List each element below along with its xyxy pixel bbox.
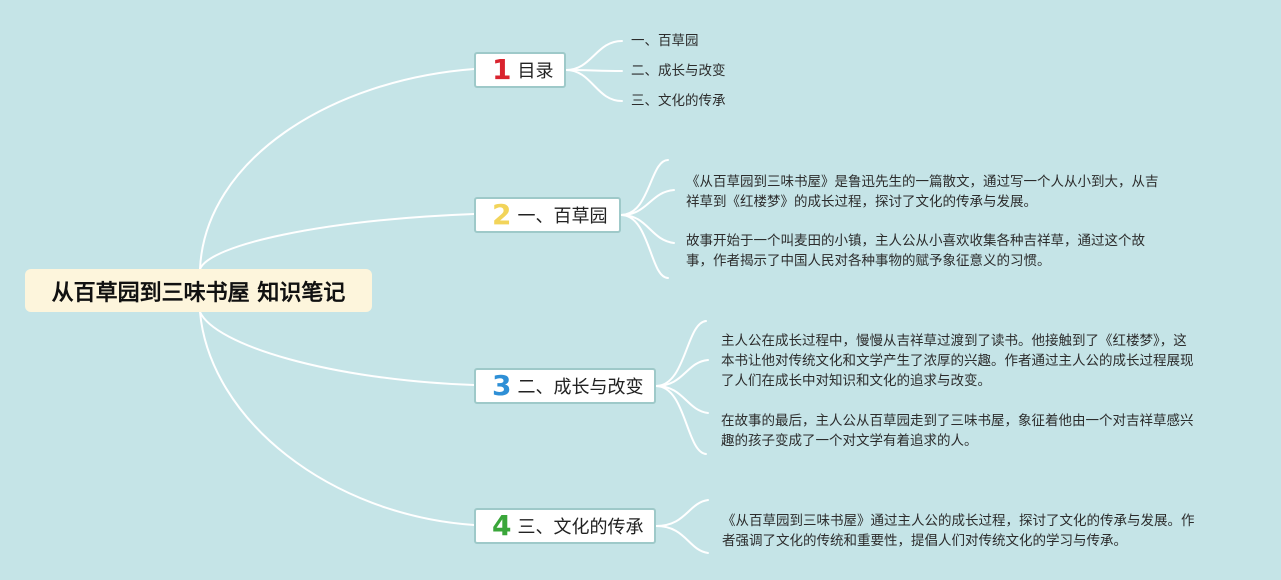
connector-b1-leaf-1 <box>565 40 623 71</box>
connector-b1-leaf-3 <box>565 69 623 102</box>
branch-label: 二、成长与改变 <box>517 377 644 398</box>
note-line: 故事开始于一个叫麦田的小镇，主人公从小喜欢收集各种吉祥草，通过这个故 <box>686 233 1145 249</box>
note-line: 本书让他对传统文化和文学产生了浓厚的兴趣。作者通过主人公的成长过程展现 <box>721 353 1194 369</box>
subtopic-growth-note-2[interactable]: 在故事的最后，主人公从百草园走到了三味书屋，象征着他由一个对吉祥草感兴 趣的孩子… <box>721 411 1194 451</box>
connector-b2-leaf-4 <box>620 214 669 279</box>
note-line: 了人们在成长中对知识和文化的追求与改变。 <box>721 373 991 389</box>
branch-topic-cultural-heritage[interactable]: 4 三、文化的传承 <box>474 508 656 544</box>
connector-root-branch-1 <box>199 68 475 270</box>
note-line: 主人公在成长过程中，慢慢从吉祥草过渡到了读书。他接触到了《红楼梦》，这 <box>721 333 1187 349</box>
note-line: 趣的孩子变成了一个对文学有着追求的人。 <box>721 433 978 449</box>
branch-label: 目录 <box>517 61 554 82</box>
connector-root-branch-2 <box>199 213 475 270</box>
connector-b3-leaf-4 <box>655 385 707 455</box>
subtopic-contents-item-1[interactable]: 一、百草园 <box>631 33 699 49</box>
branch-label: 三、文化的传承 <box>517 517 644 538</box>
connector-b2-leaf-2 <box>620 189 675 216</box>
connector-b3-leaf-2 <box>655 359 709 387</box>
subtopic-contents-item-2[interactable]: 二、成长与改变 <box>631 63 726 79</box>
connector-root-branch-4 <box>199 311 475 526</box>
branch-number-2: 2 <box>492 198 512 231</box>
subtopic-contents-item-3[interactable]: 三、文化的传承 <box>631 93 726 109</box>
note-line: 《从百草园到三味书屋》是鲁迅先生的一篇散文，通过写一个人从小到大，从吉 <box>686 174 1159 190</box>
branch-label: 一、百草园 <box>517 206 608 227</box>
subtopic-growth-note-1[interactable]: 主人公在成长过程中，慢慢从吉祥草过渡到了读书。他接触到了《红楼梦》，这 本书让他… <box>721 331 1194 391</box>
branch-number-3: 3 <box>492 369 512 402</box>
note-line: 事，作者揭示了中国人民对各种事物的赋予象征意义的习惯。 <box>686 253 1051 269</box>
mindmap-root-topic[interactable]: 从百草园到三味书屋 知识笔记 <box>25 269 372 312</box>
subtopic-heritage-note-1[interactable]: 《从百草园到三味书屋》通过主人公的成长过程，探讨了文化的传承与发展。作 者强调了… <box>722 511 1195 551</box>
branch-topic-contents[interactable]: 1 目录 <box>474 52 566 88</box>
connector-root-branch-3 <box>199 311 475 386</box>
connector-b3-leaf-3 <box>655 385 709 414</box>
note-line: 祥草到《红楼梦》的成长过程，探讨了文化的传承与发展。 <box>686 194 1037 210</box>
branch-number-1: 1 <box>492 53 512 86</box>
branch-number-4: 4 <box>492 509 512 542</box>
subtopic-baicaoyuan-note-2[interactable]: 故事开始于一个叫麦田的小镇，主人公从小喜欢收集各种吉祥草，通过这个故 事，作者揭… <box>686 231 1145 271</box>
note-line: 《从百草园到三味书屋》通过主人公的成长过程，探讨了文化的传承与发展。作 <box>722 513 1195 529</box>
connector-b2-leaf-3 <box>620 214 675 244</box>
subtopic-baicaoyuan-note-1[interactable]: 《从百草园到三味书屋》是鲁迅先生的一篇散文，通过写一个人从小到大，从吉 祥草到《… <box>686 172 1159 212</box>
note-line: 在故事的最后，主人公从百草园走到了三味书屋，象征着他由一个对吉祥草感兴 <box>721 413 1194 429</box>
connector-b4-leaf-2 <box>655 525 709 554</box>
branch-topic-growth-and-change[interactable]: 3 二、成长与改变 <box>474 368 656 404</box>
note-line: 者强调了文化的传统和重要性，提倡人们对传统文化的学习与传承。 <box>722 533 1127 549</box>
connector-b3-leaf-1 <box>655 320 707 387</box>
connector-b4-leaf-1 <box>655 499 709 527</box>
branch-topic-baicaoyuan[interactable]: 2 一、百草园 <box>474 197 621 233</box>
connector-b2-leaf-1 <box>620 159 669 216</box>
